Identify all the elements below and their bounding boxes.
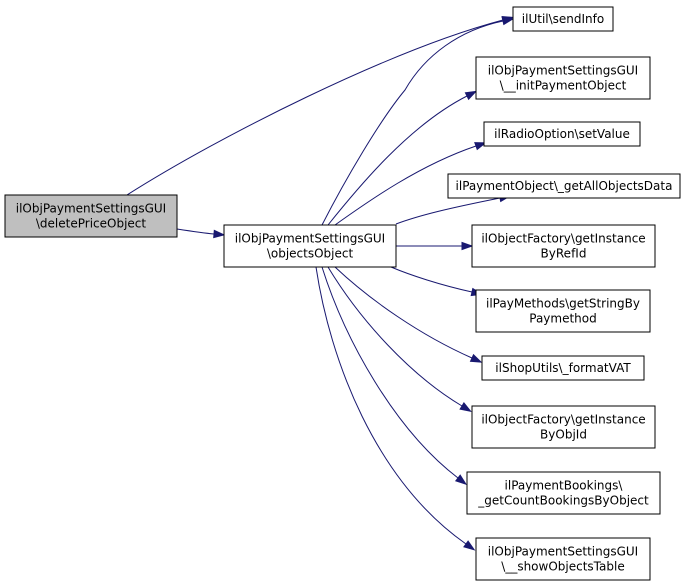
edge-arrowhead [501, 16, 515, 26]
node-label-line: ilObjPaymentSettingsGUI [488, 545, 638, 559]
edge-n1-n7 [390, 266, 484, 297]
edge-line [315, 266, 467, 545]
node-box [4, 194, 178, 238]
node-box [466, 471, 661, 515]
node-label-line: ilObjectFactory\getInstance [481, 413, 645, 427]
edges-layer [126, 15, 515, 551]
edge-arrowhead [464, 90, 478, 101]
node-box [447, 173, 681, 199]
node-box [475, 289, 651, 333]
node-label-line: ilObjPaymentSettingsGUI [235, 232, 385, 246]
edge-n1-n9 [327, 266, 472, 412]
edge-line [126, 19, 504, 196]
edge-n1-n4 [334, 142, 487, 226]
edge-arrowhead [454, 474, 468, 485]
node-n11[interactable]: ilObjPaymentSettingsGUI\__showObjectsTab… [475, 537, 651, 581]
node-box [475, 537, 651, 581]
edge-n1-n8 [334, 266, 483, 363]
edge-line [327, 266, 463, 407]
edge-arrowhead [461, 241, 474, 251]
edge-n0-n2 [126, 15, 515, 196]
node-n3[interactable]: ilObjPaymentSettingsGUI\__initPaymentObj… [475, 56, 651, 100]
node-n10[interactable]: ilPaymentBookings\_getCountBookingsByObj… [466, 471, 661, 515]
node-label-line: \deletePriceObject [36, 217, 146, 231]
node-n4[interactable]: ilRadioOption\setValue [483, 121, 641, 147]
node-label-line: ilRadioOption\setValue [494, 127, 630, 141]
node-label-line: \__initPaymentObject [500, 79, 627, 93]
node-n1[interactable]: ilObjPaymentSettingsGUI\objectsObject [223, 224, 397, 268]
edge-line [334, 145, 477, 226]
node-label-line: ilPaymentObject\_getAllObjectsData [456, 179, 673, 193]
edge-n1-n10 [321, 266, 468, 485]
node-label-line: ilShopUtils\_formatVAT [495, 361, 631, 375]
edge-line [321, 20, 504, 226]
edge-arrowhead [459, 402, 472, 412]
node-label-line: ilPayMethods\getStringBy [486, 297, 640, 311]
edge-n1-n6 [395, 241, 474, 251]
edge-arrowhead [463, 540, 476, 551]
node-label-line: ilObjPaymentSettingsGUI [16, 202, 166, 216]
node-label-line: \objectsObject [267, 247, 354, 261]
edge-n1-n11 [315, 266, 476, 551]
node-n2[interactable]: ilUtil\sendInfo [512, 6, 614, 32]
node-box [475, 56, 651, 100]
node-label-line: ilUtil\sendInfo [522, 12, 604, 26]
node-label-line: ByObjId [540, 428, 587, 442]
edge-line [395, 197, 501, 225]
edge-n1-n2 [321, 16, 515, 226]
edge-arrowhead [474, 142, 487, 151]
edge-line [327, 95, 468, 226]
edge-n0-n1 [176, 228, 226, 239]
node-label-line: ilObjectFactory\getInstance [481, 232, 645, 246]
edge-arrowhead [469, 353, 483, 363]
node-label-line: ByRefId [541, 247, 587, 261]
nodes-layer: ilObjPaymentSettingsGUI\deletePriceObjec… [4, 6, 681, 581]
edge-arrowhead [213, 229, 226, 239]
edge-line [334, 266, 473, 359]
edge-line [390, 266, 473, 293]
node-n0[interactable]: ilObjPaymentSettingsGUI\deletePriceObjec… [4, 194, 178, 238]
node-label-line: ilObjPaymentSettingsGUI [488, 64, 638, 78]
node-label-line: \__showObjectsTable [501, 560, 624, 574]
node-box [483, 121, 641, 147]
node-label-line: Paymethod [529, 312, 597, 326]
edge-n1-n5 [395, 193, 512, 225]
edge-n1-n3 [327, 90, 478, 226]
node-n8[interactable]: ilShopUtils\_formatVAT [481, 355, 645, 381]
edge-line [176, 228, 215, 235]
edge-line [321, 266, 459, 479]
node-label-line: ilPaymentBookings\ [505, 479, 624, 493]
node-label-line: _getCountBookingsByObject [477, 494, 649, 508]
node-box [471, 224, 656, 268]
node-n5[interactable]: ilPaymentObject\_getAllObjectsData [447, 173, 681, 199]
node-box [481, 355, 645, 381]
node-box [512, 6, 614, 32]
node-box [471, 405, 656, 449]
node-box [223, 224, 397, 268]
